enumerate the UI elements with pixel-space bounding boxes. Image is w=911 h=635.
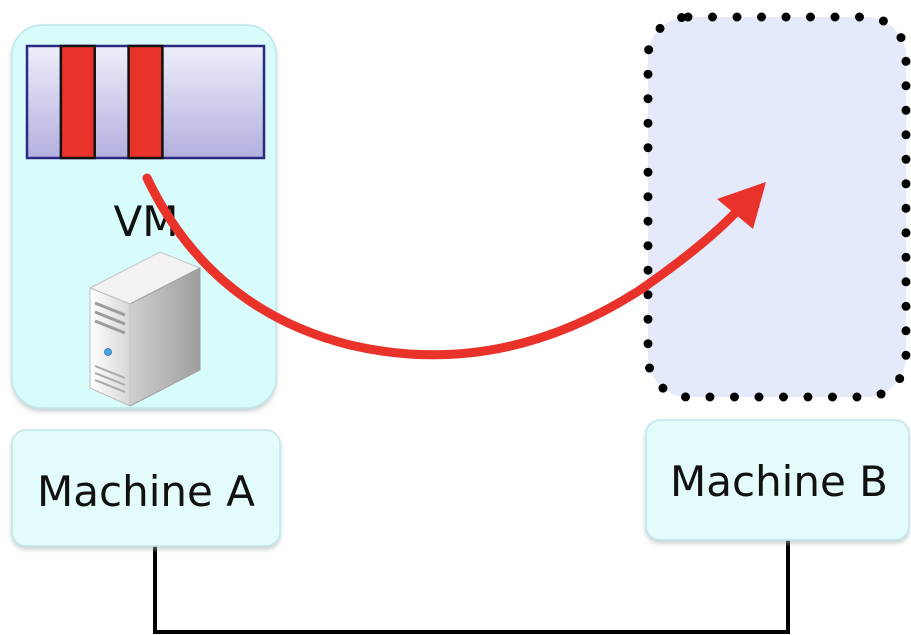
vm-memory-bar [25,44,266,160]
machine-b-box [645,419,910,541]
machine-b-label: Machine B [670,457,888,506]
migration-arrow-icon [142,173,766,360]
machine-a-box [11,429,281,547]
dirty-memory-page [59,44,96,160]
migration-target-slot [643,12,911,402]
machine-a-label: Machine A [37,467,255,516]
network-link [153,540,790,634]
server-tower-icon [88,251,202,407]
dirty-memory-page [127,44,164,160]
